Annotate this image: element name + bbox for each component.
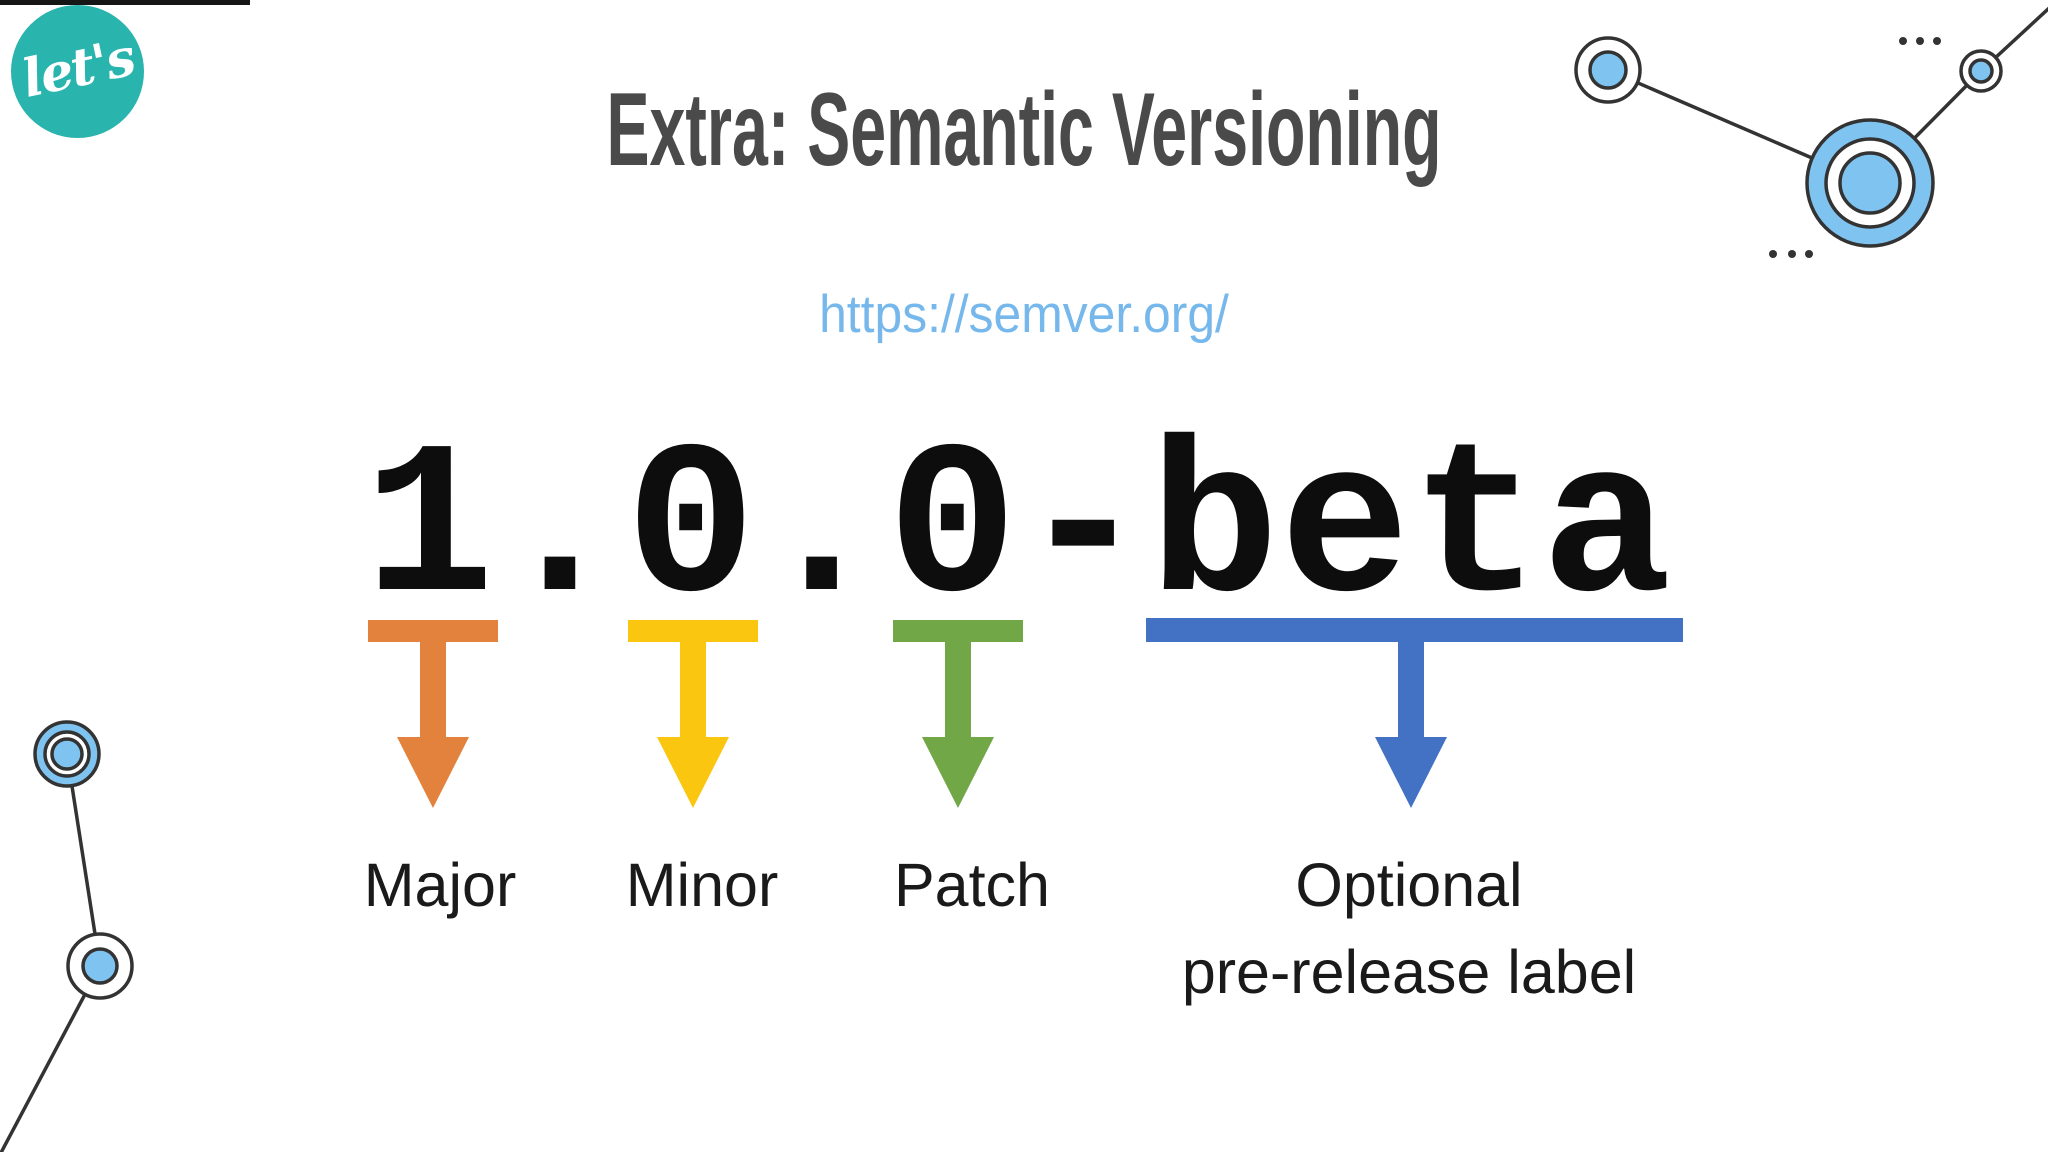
patch-arrow-head-icon	[922, 737, 994, 808]
semver-link-text: https://semver.org/	[819, 285, 1229, 344]
prerelease-label-line2: pre-release label	[1181, 938, 1637, 1007]
network-node-icon	[1959, 49, 2003, 93]
minor-arrow-head-icon	[657, 737, 729, 808]
page-title: Extra: Semantic Versioning	[351, 78, 1698, 182]
prerelease-arrow-stem	[1398, 642, 1424, 737]
prerelease-label-line1: Optional	[1295, 851, 1523, 919]
network-node-icon	[33, 720, 101, 788]
major-arrow-head-icon	[397, 737, 469, 808]
major-arrow-stem	[420, 642, 446, 737]
page-title-text: Extra: Semantic Versioning	[606, 72, 1442, 188]
lets-logo: let's	[11, 5, 144, 138]
minor-arrow-bar	[628, 620, 758, 642]
major-label: Major	[363, 851, 517, 919]
patch-label: Patch	[894, 851, 1050, 919]
prerelease-arrow-head-icon	[1375, 737, 1447, 808]
cropped-top-bar	[0, 0, 250, 5]
network-node-icon	[66, 932, 134, 1000]
version-text: 1.0.0-beta	[364, 409, 1673, 655]
network-node-icon	[1805, 118, 1935, 248]
semver-link[interactable]: https://semver.org/	[806, 284, 1242, 345]
patch-arrow-bar	[893, 620, 1023, 642]
prerelease-arrow-bar	[1146, 618, 1683, 642]
minor-arrow-stem	[680, 642, 706, 737]
minor-label: Minor	[625, 851, 779, 919]
prerelease-label: Optional pre-release label	[1182, 842, 1636, 1016]
logo-text: let's	[16, 26, 139, 110]
network-nodes-icon	[0, 720, 134, 1152]
major-arrow-bar	[368, 620, 498, 642]
patch-arrow-stem	[945, 642, 971, 737]
